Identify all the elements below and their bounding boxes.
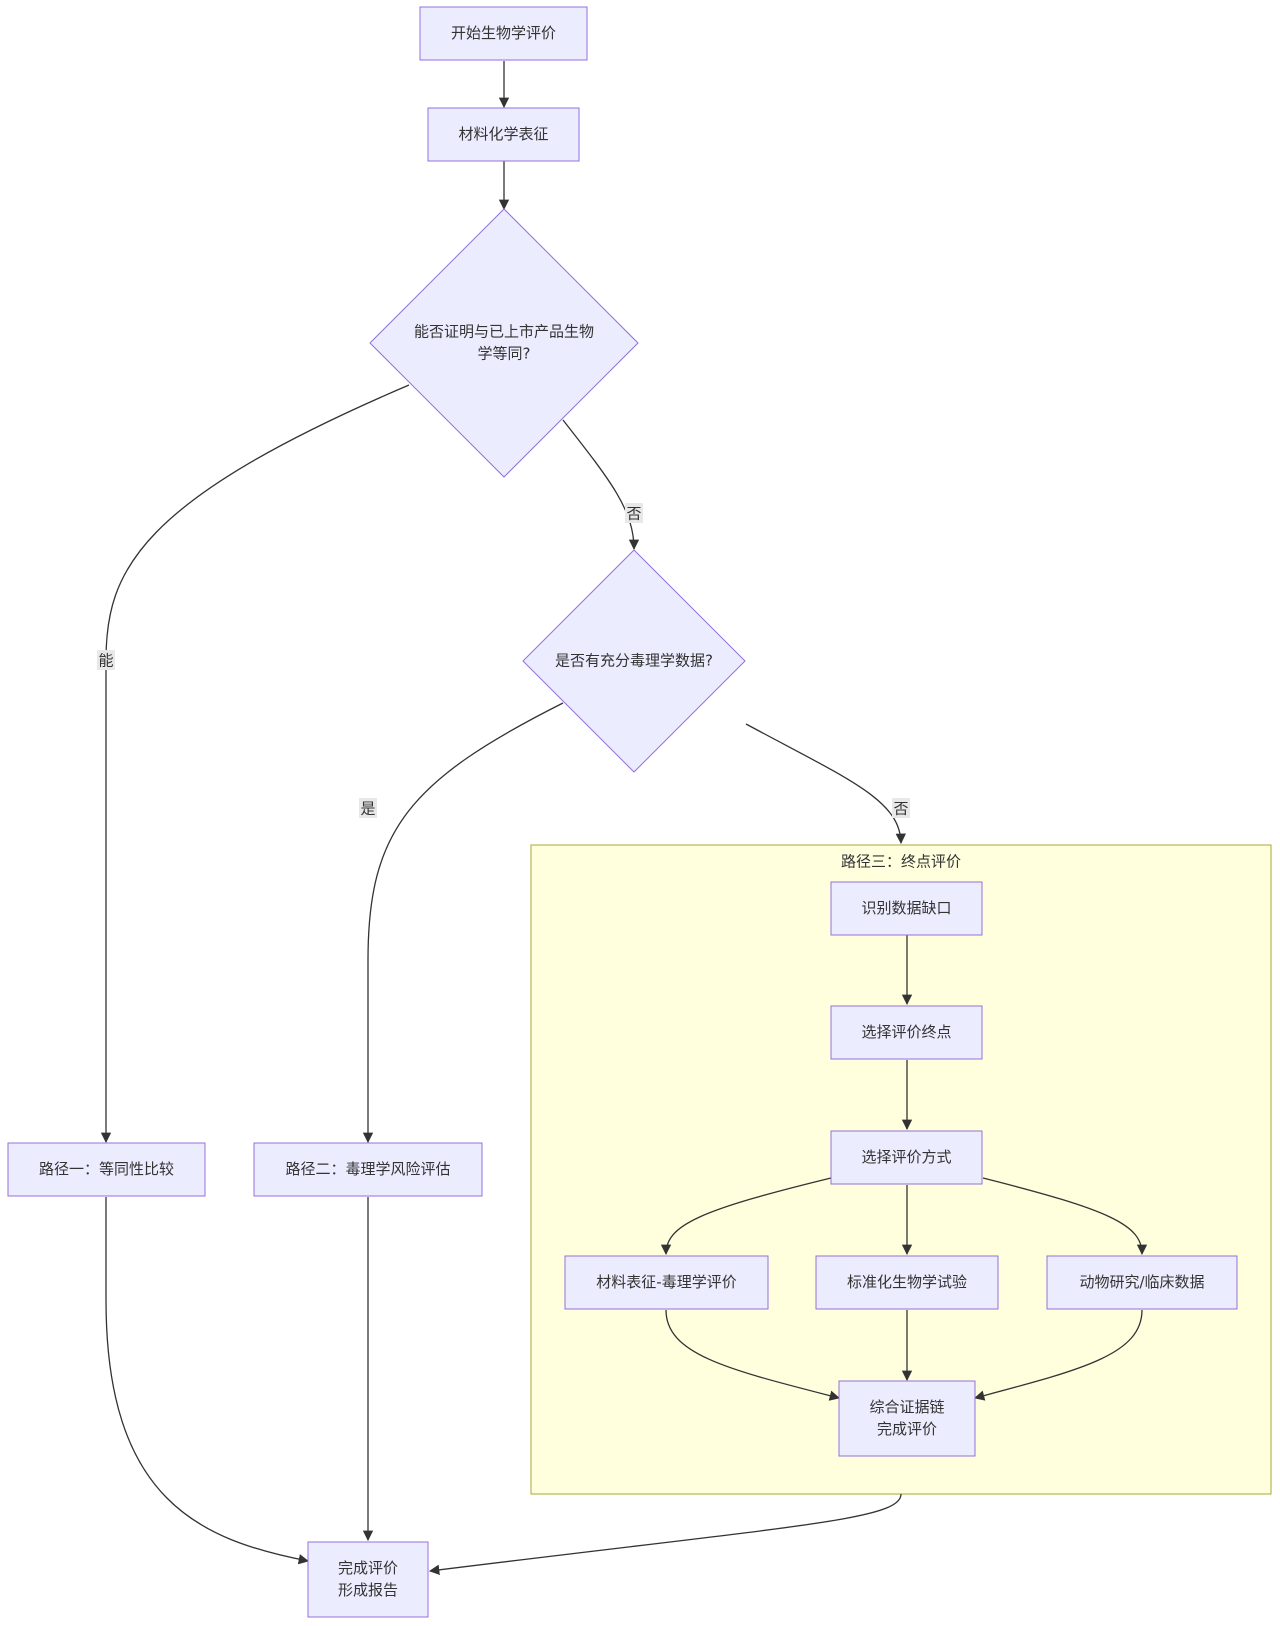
node-method-bio-test-label: 标准化生物学试验 xyxy=(847,1273,967,1291)
node-evidence-chain-label: 综合证据链 xyxy=(869,1398,944,1416)
node-select-endpoints: 选择评价终点 xyxy=(830,1005,983,1060)
edge-chem-tox-to-evidence xyxy=(665,1309,841,1401)
node-path2-tox-risk-label: 路径二：毒理学风险评估 xyxy=(285,1160,450,1178)
node-identify-data-gap-box xyxy=(830,881,983,936)
decision-toxicology-data-label: 是否有充分毒理学数据? xyxy=(555,652,713,670)
edge-equiv-to-path1 xyxy=(100,384,410,1144)
node-finish-report-label: 完成评价 xyxy=(338,1559,398,1577)
node-method-chem-tox-box xyxy=(564,1255,769,1310)
edge-label-equiv-no: 否 xyxy=(625,503,643,523)
node-path1-equivalence-box xyxy=(7,1142,206,1197)
node-start-label: 开始生物学评价 xyxy=(451,24,556,42)
node-finish-report-label: 形成报告 xyxy=(338,1581,398,1599)
node-method-chem-tox-label: 材料表征-毒理学评价 xyxy=(596,1273,736,1291)
svg-text:否: 否 xyxy=(626,505,641,523)
node-method-animal-clinical-label: 动物研究/临床数据 xyxy=(1079,1273,1204,1291)
node-method-chem-tox: 材料表征-毒理学评价 xyxy=(564,1255,769,1310)
edge-animal-to-evidence xyxy=(973,1309,1143,1401)
node-path2-tox-risk-box xyxy=(253,1142,483,1197)
edge-equiv-to-decision-tox xyxy=(562,419,640,551)
cluster-path3-title: 路径三：终点评价 xyxy=(841,853,961,871)
node-select-endpoints-label: 选择评价终点 xyxy=(861,1023,951,1041)
node-select-methods: 选择评价方式 xyxy=(830,1130,983,1185)
decision-biological-equivalence-label: 学等同? xyxy=(478,345,531,363)
node-select-endpoints-box xyxy=(830,1005,983,1060)
edge-methods-to-animal xyxy=(982,1177,1148,1256)
node-select-methods-label: 选择评价方式 xyxy=(861,1148,951,1166)
node-identify-data-gap: 识别数据缺口 xyxy=(830,881,983,936)
node-method-animal-clinical: 动物研究/临床数据 xyxy=(1046,1255,1238,1310)
edge-cluster-to-finish xyxy=(428,1493,902,1576)
svg-text:否: 否 xyxy=(893,800,908,818)
node-start: 开始生物学评价 xyxy=(419,6,588,61)
edge-label-tox-no: 否 xyxy=(892,798,910,818)
node-material-characterization: 材料化学表征 xyxy=(427,107,580,162)
edge-label-equiv-yes: 能 xyxy=(97,650,115,670)
decision-toxicology-data: 是否有充分毒理学数据? xyxy=(522,549,746,773)
node-method-bio-test: 标准化生物学试验 xyxy=(815,1255,999,1310)
edges xyxy=(100,61,1148,1576)
node-material-characterization-box xyxy=(427,107,580,162)
node-path2-tox-risk: 路径二：毒理学风险评估 xyxy=(253,1142,483,1197)
node-evidence-chain-box xyxy=(838,1380,976,1457)
edge-tox-to-path2 xyxy=(362,702,564,1144)
node-path1-equivalence-label: 路径一：等同性比较 xyxy=(39,1160,174,1178)
node-finish-report-box xyxy=(307,1541,429,1618)
decision-toxicology-data-diamond xyxy=(522,549,746,773)
node-start-box xyxy=(419,6,588,61)
edge-methods-to-chem-tox xyxy=(660,1177,832,1256)
decision-biological-equivalence-label: 能否证明与已上市产品生物 xyxy=(414,323,594,341)
node-method-bio-test-box xyxy=(815,1255,999,1310)
decision-biological-equivalence-diamond xyxy=(369,208,639,478)
node-method-animal-clinical-box xyxy=(1046,1255,1238,1310)
node-evidence-chain-label: 完成评价 xyxy=(877,1420,937,1438)
node-material-characterization-label: 材料化学表征 xyxy=(458,125,548,143)
svg-text:能: 能 xyxy=(98,652,113,670)
edge-tox-to-cluster xyxy=(745,723,906,845)
node-path1-equivalence: 路径一：等同性比较 xyxy=(7,1142,206,1197)
node-identify-data-gap-label: 识别数据缺口 xyxy=(861,899,951,917)
edge-label-tox-yes: 是 xyxy=(359,798,377,818)
edge-path1-to-finish xyxy=(105,1197,310,1565)
node-select-methods-box xyxy=(830,1130,983,1185)
svg-text:是: 是 xyxy=(360,800,375,818)
